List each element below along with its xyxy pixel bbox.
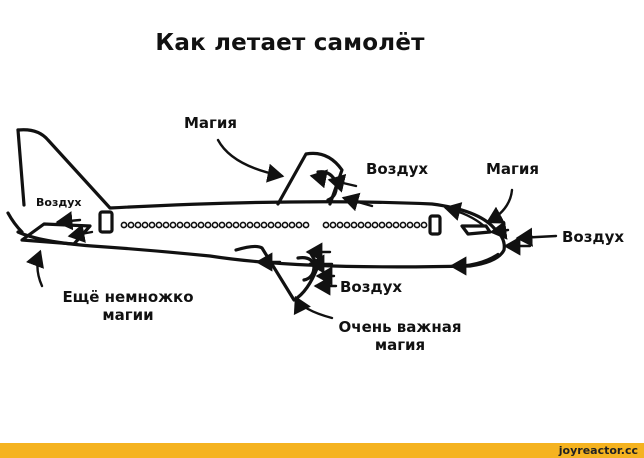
window-row	[120, 221, 428, 229]
label-more-magic-line2: магии	[102, 306, 154, 324]
label-air-wing-bottom: Воздух	[340, 278, 403, 296]
label-magic-top: Магия	[184, 114, 238, 132]
arrow-important-magic	[293, 295, 334, 320]
label-air-nose: Воздух	[562, 228, 625, 246]
label-magic-nose: Магия	[486, 160, 540, 178]
bottom-wing	[234, 244, 320, 302]
horizontal-stabilizer	[20, 222, 92, 246]
top-wing	[276, 151, 344, 206]
arrow-magic-top	[216, 138, 285, 183]
label-air-tail: Воздух	[36, 196, 82, 209]
arrow-magic-nose	[485, 188, 514, 224]
watermark-bar: joyreactor.cc	[0, 443, 644, 458]
label-important-magic-line2: магия	[374, 336, 426, 354]
label-more-magic-line1: Ещё немножко	[62, 288, 194, 306]
arrow-air-nose-1	[515, 227, 558, 247]
label-air-wing-top: Воздух	[366, 160, 429, 178]
arrow-nose-flow-top	[443, 202, 486, 228]
top-engine	[316, 170, 338, 202]
arrow-top-wing-in	[309, 169, 329, 189]
rear-door	[98, 210, 114, 234]
arrow-nose-in	[489, 220, 510, 240]
label-more-magic: Ещё немножко магии	[56, 288, 200, 324]
arrow-air-tail	[55, 211, 82, 231]
arrow-air-wing-top-1	[327, 173, 358, 193]
label-important-magic-line1: Очень важная	[338, 318, 462, 336]
label-important-magic: Очень важная магия	[332, 318, 468, 354]
watermark: joyreactor.cc	[558, 444, 638, 457]
bottom-engine	[296, 256, 316, 282]
arrow-nose-flow-bottom	[449, 252, 500, 276]
page-title: Как летает самолёт	[155, 30, 425, 56]
arrow-air-wing-top-2	[341, 192, 374, 212]
arrow-more-magic	[25, 249, 44, 288]
front-door	[428, 214, 442, 236]
arrow-air-tail-2	[67, 223, 94, 243]
tail-fin	[16, 128, 26, 207]
